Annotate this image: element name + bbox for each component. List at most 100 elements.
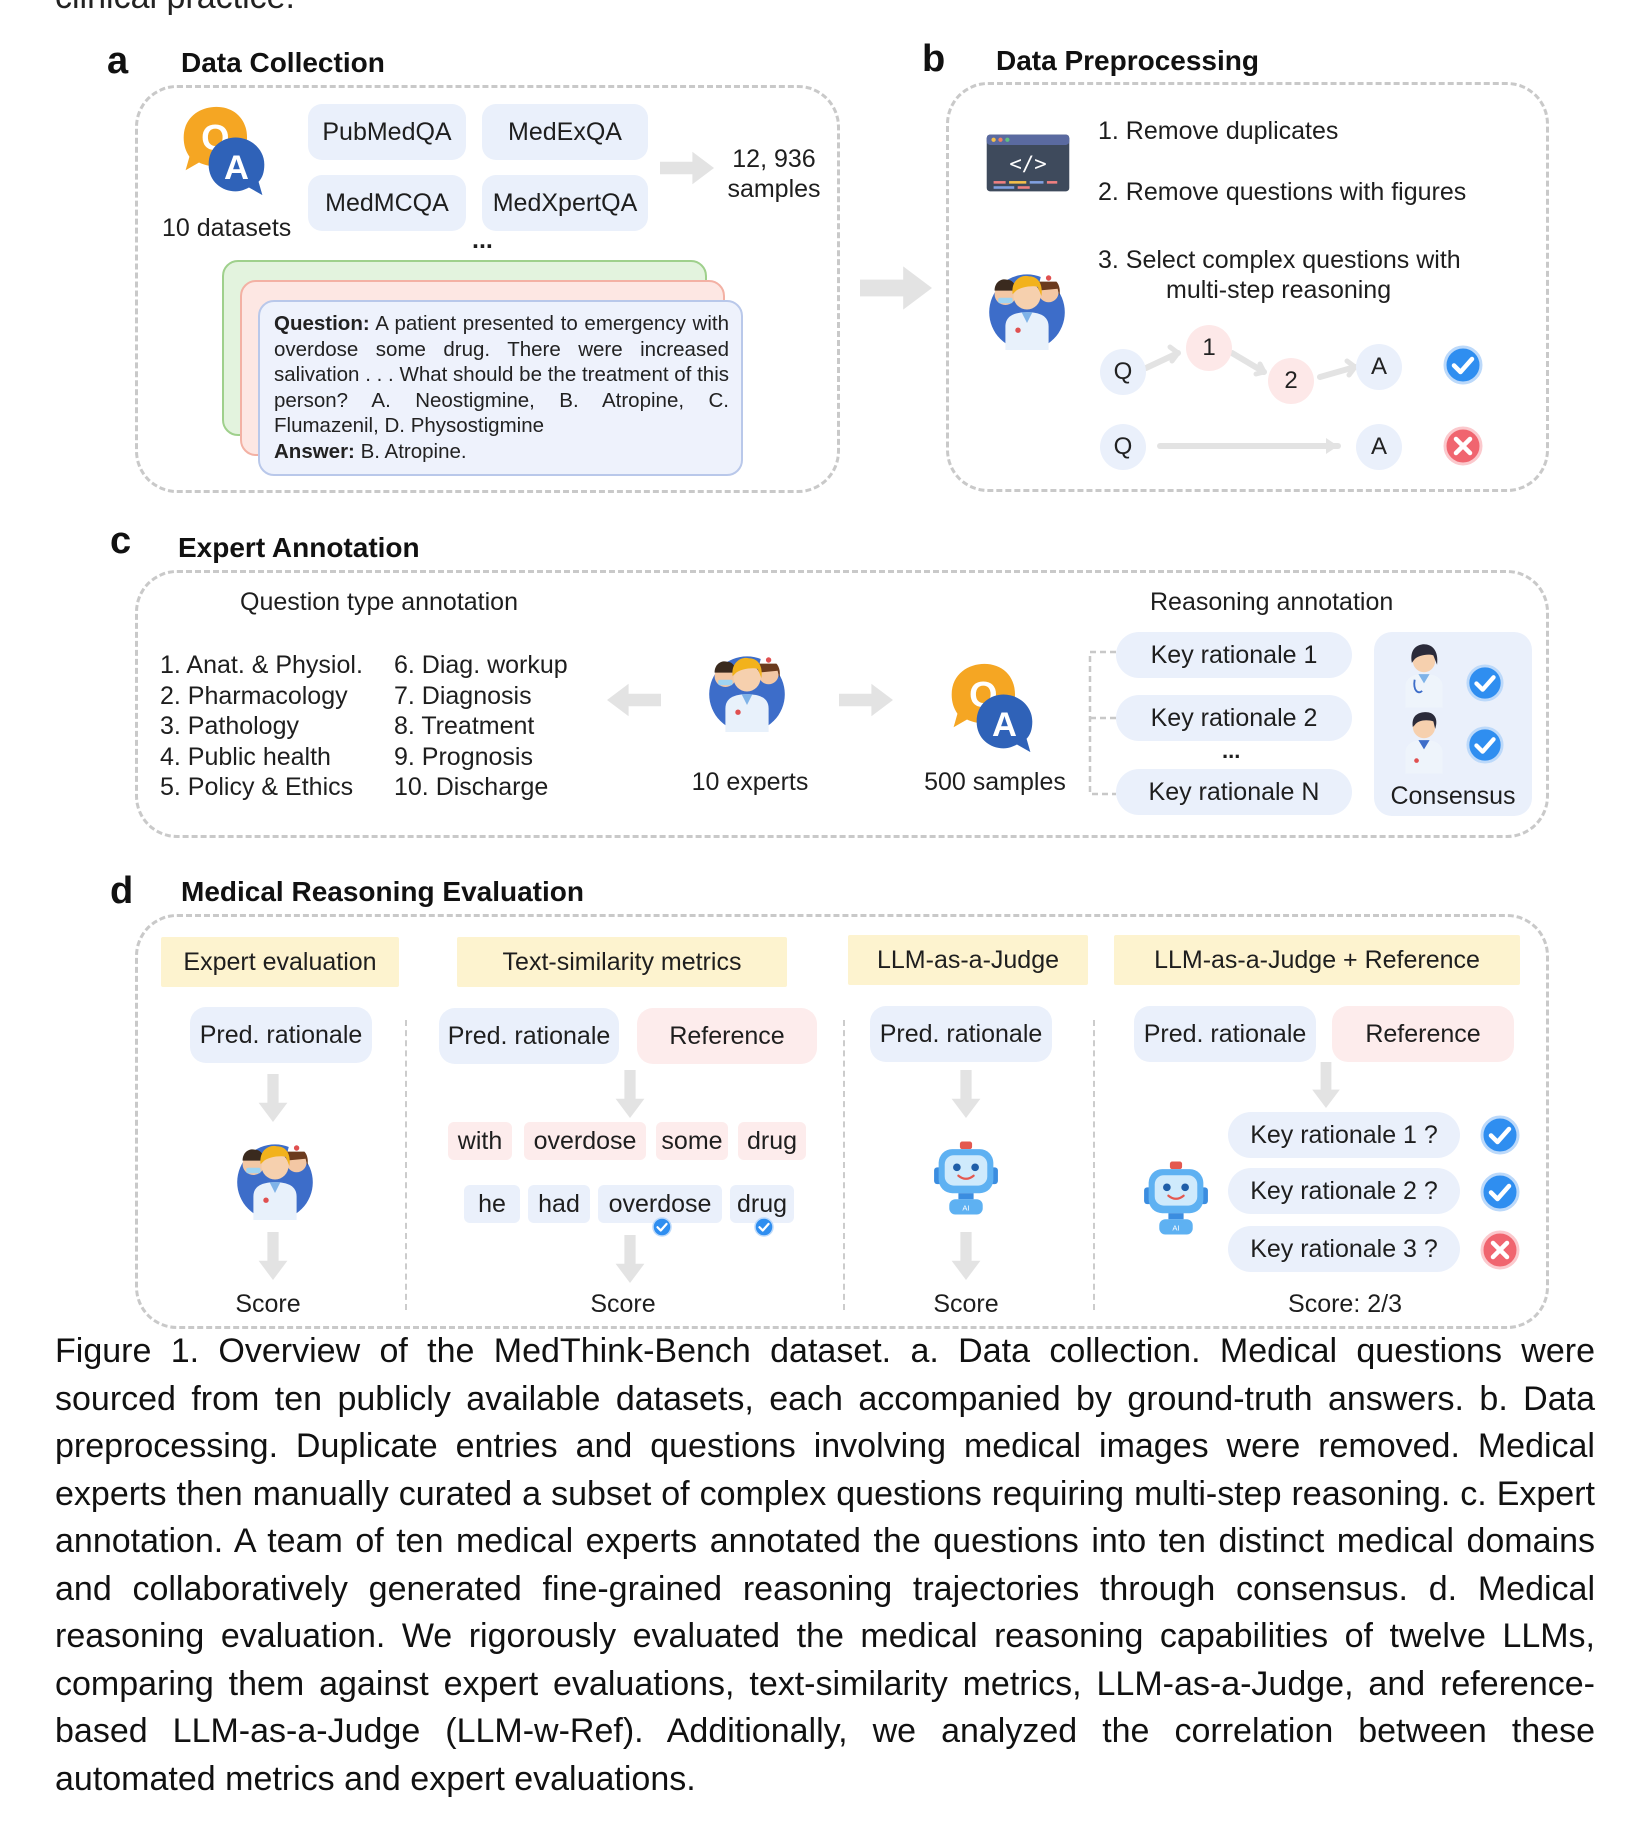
arrow-right-icon (660, 150, 714, 186)
arrow-down-icon (950, 1230, 982, 1282)
doctors-icon (982, 260, 1072, 350)
step-select-complex: 3. Select complex questions with (1098, 246, 1461, 274)
source-medexqa: MedExQA (482, 104, 648, 160)
check-icon (1466, 726, 1504, 764)
step-remove-figures: 2. Remove questions with figures (1098, 178, 1467, 206)
check-icon (652, 1217, 672, 1237)
code-window-icon (985, 132, 1071, 194)
reasoning-header: Reasoning annotation (1150, 588, 1394, 616)
arrow-down-icon (614, 1234, 646, 1284)
question-type-item: 10. Discharge (394, 773, 549, 801)
arrow-right-icon (826, 682, 906, 718)
arrow-down-icon (950, 1068, 982, 1120)
check-icon (1480, 1172, 1520, 1212)
method-expert-evaluation: Expert evaluation (161, 937, 399, 987)
method-text-similarity: Text-similarity metrics (457, 937, 787, 987)
direct-a-node: A (1356, 424, 1402, 470)
path-step-1: 1 (1186, 325, 1232, 371)
panel-a-letter: a (107, 40, 129, 82)
divider (1093, 1020, 1095, 1310)
path-q-node: Q (1100, 349, 1146, 395)
consensus-box (1374, 632, 1532, 816)
step-multi-step: multi-step reasoning (1166, 276, 1392, 304)
question-type-header: Question type annotation (240, 588, 518, 616)
samples-count: 12, 936 (732, 145, 816, 173)
source-pubmedqa: PubMedQA (308, 104, 466, 160)
key-question-2: Key rationale 2 ? (1228, 1168, 1460, 1214)
token-chip: overdose (598, 1185, 722, 1223)
divider (405, 1020, 407, 1310)
key-question-1: Key rationale 1 ? (1228, 1112, 1460, 1158)
question-type-item: 5. Policy & Ethics (160, 773, 354, 801)
rationale-2: Key rationale 2 (1116, 695, 1352, 741)
question-types-col1: 1. Anat. & Physiol. 2. Pharmacology 3. P… (160, 650, 363, 803)
rationale-n: Key rationale N (1116, 769, 1352, 815)
experts-icon (702, 642, 792, 732)
robot-icon (1138, 1160, 1214, 1236)
reference-chip: Reference (637, 1008, 817, 1064)
arrow-right-large-icon (860, 258, 932, 318)
reasoning-path-lines (1143, 344, 1358, 454)
panel-d-frame (135, 914, 1549, 1329)
question-types-col2: 6. Diag. workup 7. Diagnosis 8. Treatmen… (394, 650, 568, 803)
check-icon (1443, 345, 1483, 385)
panel-c-title: Expert Annotation (178, 532, 420, 563)
samples-word: samples (727, 175, 821, 203)
panel-c-frame (135, 570, 1549, 838)
rationale-1: Key rationale 1 (1116, 632, 1352, 678)
step-remove-duplicates: 1. Remove duplicates (1098, 117, 1339, 145)
panel-a-title: Data Collection (181, 47, 385, 78)
path-a-node: A (1356, 344, 1402, 390)
panel-c-letter: c (110, 520, 132, 562)
figure-caption: Figure 1. Overview of the MedThink-Bench… (55, 1332, 1595, 1798)
rationale-ellipsis: ... (1222, 738, 1241, 763)
reference-chip: Reference (1332, 1006, 1514, 1062)
token-chip: drug (730, 1185, 794, 1223)
token-chip: some (656, 1122, 728, 1160)
sample-question-card: Question: A patient presented to emergen… (258, 300, 743, 476)
pred-rationale-chip: Pred. rationale (439, 1008, 619, 1064)
score-label: Score (933, 1290, 999, 1318)
experts-label: 10 experts (691, 768, 809, 796)
token-chip: with (448, 1122, 512, 1160)
question-type-item: 3. Pathology (160, 712, 299, 740)
direct-q-node: Q (1100, 424, 1146, 470)
pred-rationale-chip: Pred. rationale (1134, 1006, 1316, 1062)
key-question-3: Key rationale 3 ? (1228, 1226, 1460, 1272)
cross-icon (1443, 426, 1483, 466)
rationale-bracket (1088, 650, 1116, 796)
pred-rationale-chip: Pred. rationale (870, 1006, 1052, 1062)
question-type-item: 6. Diag. workup (394, 651, 568, 679)
score-label: Score (235, 1290, 301, 1318)
score-label: Score (590, 1290, 656, 1318)
source-medxpertqa: MedXpertQA (482, 175, 648, 231)
panel-b-letter: b (922, 38, 946, 80)
arrow-down-icon (257, 1072, 289, 1124)
panel-d-title: Medical Reasoning Evaluation (181, 876, 584, 907)
cross-icon (1480, 1230, 1520, 1270)
source-medmcqa: MedMCQA (308, 175, 466, 231)
token-chip: he (464, 1185, 520, 1223)
female-doctor-icon (1396, 642, 1452, 708)
qa-icon (176, 103, 272, 199)
pred-rationale-chip: Pred. rationale (190, 1007, 372, 1063)
question-type-item: 1. Anat. & Physiol. (160, 651, 363, 679)
question-type-item: 7. Diagnosis (394, 681, 532, 710)
token-chip: drug (738, 1122, 806, 1160)
qa-icon (944, 660, 1040, 756)
answer-text: B. Atropine. (360, 439, 467, 463)
arrow-down-icon (614, 1068, 646, 1120)
experts-icon (230, 1130, 320, 1220)
question-text: A patient presented to emergency with ov… (274, 312, 729, 437)
panel-a-frame (135, 85, 840, 493)
method-llm-judge: LLM-as-a-Judge (848, 935, 1088, 985)
arrow-down-icon (1310, 1062, 1342, 1108)
datasets-label: 10 datasets (162, 214, 292, 242)
divider (843, 1020, 845, 1310)
method-llm-judge-reference: LLM-as-a-Judge + Reference (1114, 935, 1520, 985)
answer-label: Answer: (274, 439, 355, 463)
question-type-item: 8. Treatment (394, 712, 535, 740)
question-type-item: 2. Pharmacology (160, 681, 348, 710)
arrow-left-icon (596, 682, 672, 718)
path-step-2: 2 (1268, 358, 1314, 404)
